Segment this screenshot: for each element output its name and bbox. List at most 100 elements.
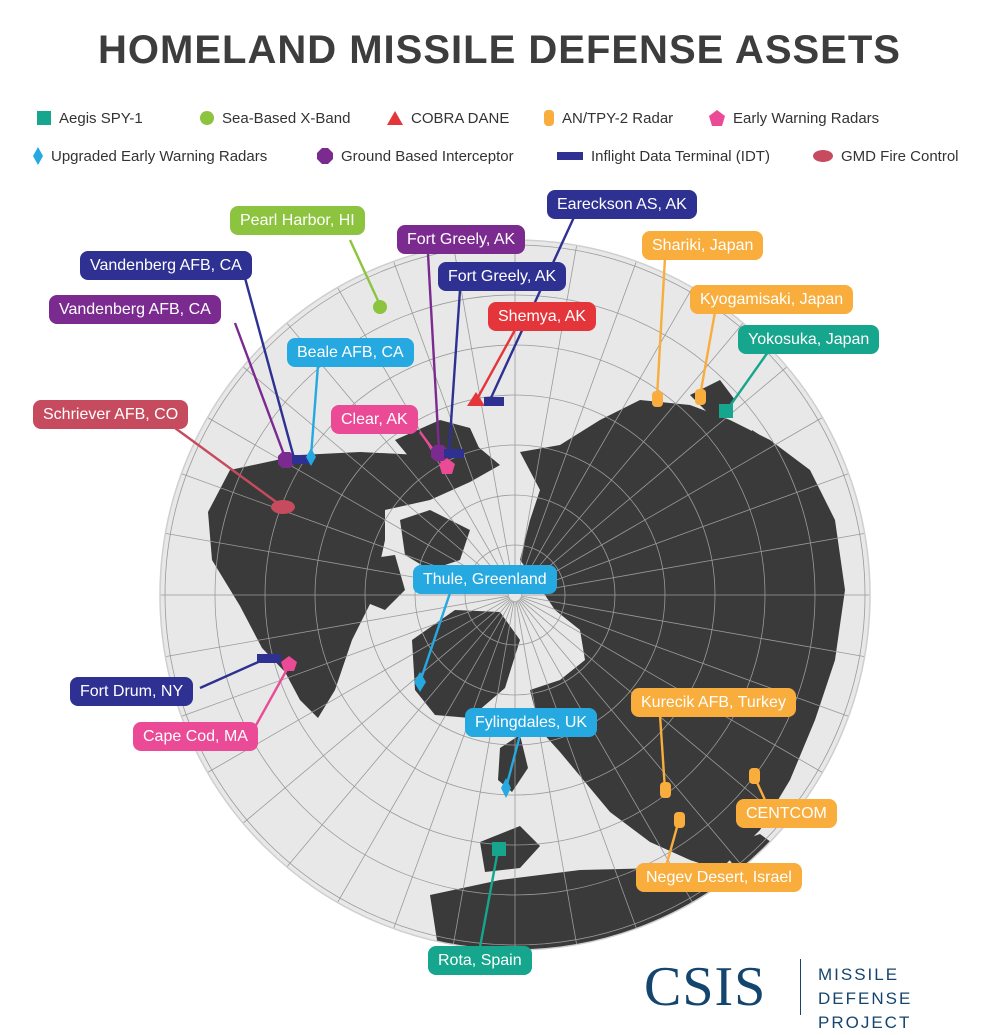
callout-shariki: Shariki, Japan xyxy=(642,231,764,260)
logo-divider xyxy=(800,959,801,1015)
legend-label: COBRA DANE xyxy=(411,109,510,127)
logo-wordmark: CSIS xyxy=(644,956,767,1018)
legend-item-sbx: Sea-Based X-Band xyxy=(199,104,350,132)
canada-islands xyxy=(400,510,470,570)
legend-label: GMD Fire Control xyxy=(841,147,959,165)
meridian-line xyxy=(517,287,693,591)
tpy2-marker-kurecik xyxy=(660,782,671,798)
leader-rota xyxy=(478,849,500,948)
meridian-line xyxy=(242,598,511,824)
leader-vandenberg-gbi xyxy=(233,322,288,461)
callout-kyogamisaki: Kyogamisaki, Japan xyxy=(690,285,854,314)
callout-fylingdales: Fylingdales, UK xyxy=(465,708,598,737)
uewr-marker-fylingdales xyxy=(501,778,511,798)
leader-pearl-harbor xyxy=(348,239,382,306)
meridian-line xyxy=(393,261,514,590)
meridian-line xyxy=(520,595,865,658)
leader-vandenberg-idt xyxy=(243,277,296,459)
legend-label: Upgraded Early Warning Radars xyxy=(51,147,268,165)
idt-marker-eareckson xyxy=(484,397,504,406)
callout-pearl-harbor: Pearl Harbor, HI xyxy=(230,206,365,235)
meridian-line xyxy=(520,532,865,595)
meridian-line xyxy=(516,261,637,590)
gmd-marker-schriever xyxy=(271,500,295,514)
callout-kurecik: Kurecik AFB, Turkey xyxy=(631,688,796,717)
bar-icon xyxy=(557,152,583,160)
leader-fort-drum xyxy=(199,657,266,690)
callout-schriever: Schriever AFB, CO xyxy=(33,400,189,429)
idt-marker-fort-drum xyxy=(257,654,281,663)
japan-landmass xyxy=(752,430,775,480)
meridian-line xyxy=(452,600,515,945)
leader-beale xyxy=(309,364,320,457)
meridian-line xyxy=(518,599,744,868)
legend-label: Aegis SPY-1 xyxy=(59,109,143,127)
legend-item-cobra: COBRA DANE xyxy=(386,104,509,132)
gbi-marker-vandenberg xyxy=(278,452,294,468)
capsule-icon xyxy=(544,110,554,126)
meridian-line xyxy=(519,597,823,773)
meridian-line xyxy=(286,322,512,591)
gbi-marker-fort-greely xyxy=(431,445,447,461)
leader-cape-cod xyxy=(248,663,292,737)
baffin-island xyxy=(360,555,405,610)
callout-cape-cod: Cape Cod, MA xyxy=(133,722,258,751)
leader-lines xyxy=(174,214,769,948)
eurasia-landmass xyxy=(520,400,845,870)
legend-label: AN/TPY-2 Radar xyxy=(562,109,674,127)
leader-shariki xyxy=(655,257,667,398)
uewr-marker-thule xyxy=(414,672,426,692)
legend-item-ewr: Early Warning Radars xyxy=(708,104,879,132)
callout-rota: Rota, Spain xyxy=(428,946,532,975)
meridian-line xyxy=(393,600,514,929)
legend-label: Ground Based Interceptor xyxy=(341,147,514,165)
ewr-marker-clear xyxy=(439,458,455,474)
aegis-marker-rota xyxy=(492,842,506,856)
cobra-dane-marker xyxy=(467,392,485,406)
legend-label: Inflight Data Terminal (IDT) xyxy=(591,147,770,165)
square-icon xyxy=(37,111,51,125)
legend-item-tpy2: AN/TPY-2 Radar xyxy=(543,104,673,132)
pentagon-icon xyxy=(709,110,725,126)
meridian-line xyxy=(515,600,578,945)
diamond-icon xyxy=(33,147,43,165)
page-title: HOMELAND MISSILE DEFENSE ASSETS xyxy=(98,28,901,72)
callout-fort-drum: Fort Drum, NY xyxy=(70,677,194,706)
legend-item-idt: Inflight Data Terminal (IDT) xyxy=(556,142,770,170)
legend-item-gmd: GMD Fire Control xyxy=(812,142,959,170)
meridian-line xyxy=(165,595,510,658)
aegis-marker-yokosuka xyxy=(719,404,733,418)
tpy2-marker-negev xyxy=(674,812,685,828)
csis-logo: CSIS MISSILE DEFENSE PROJECT xyxy=(644,955,999,1032)
meridian-line xyxy=(337,599,513,903)
meridian-line xyxy=(286,599,512,868)
ellipse-icon xyxy=(813,150,833,162)
meridian-line xyxy=(181,596,510,717)
leader-negev xyxy=(663,819,681,871)
leader-shemya xyxy=(475,329,517,400)
triangle-icon xyxy=(387,111,403,125)
legend-item-uewr: Upgraded Early Warning Radars xyxy=(32,142,267,170)
idt-marker-vandenberg xyxy=(292,455,310,464)
leader-schriever xyxy=(174,427,284,508)
leader-fylingdales xyxy=(504,734,522,789)
callout-yokosuka: Yokosuka, Japan xyxy=(738,325,880,354)
callout-fort-greely-gbi: Fort Greely, AK xyxy=(397,225,526,254)
leader-thule xyxy=(418,592,452,683)
leader-fort-greely-idt xyxy=(447,289,462,453)
meridian-line xyxy=(519,417,823,593)
leader-kurecik xyxy=(658,714,667,791)
leader-kyogamisaki xyxy=(698,311,717,397)
legend-label: Sea-Based X-Band xyxy=(222,109,351,127)
meridian-line xyxy=(517,599,693,903)
meridian-line xyxy=(519,366,788,592)
graticule xyxy=(160,240,870,950)
callout-vandenberg-gbi: Vandenberg AFB, CA xyxy=(49,295,221,324)
meridian-line xyxy=(520,473,849,594)
callout-thule: Thule, Greenland xyxy=(413,565,557,594)
callout-eareckson: Eareckson AS, AK xyxy=(547,190,697,219)
tpy2-marker-shariki xyxy=(652,391,663,407)
callout-fort-greely-idt: Fort Greely, AK xyxy=(438,262,567,291)
callout-shemya: Shemya, AK xyxy=(488,302,597,331)
